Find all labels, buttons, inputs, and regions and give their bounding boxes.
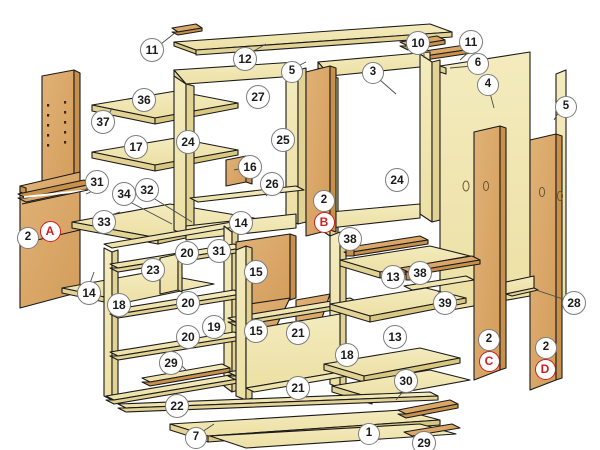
part-group-drawer-frame-left — [103, 221, 245, 405]
part-group-drawer-boxes-right — [323, 235, 481, 405]
part-group-left-upright — [17, 69, 93, 309]
part-group-bottom-panels — [117, 391, 461, 449]
part-group-right-doors — [439, 51, 567, 391]
